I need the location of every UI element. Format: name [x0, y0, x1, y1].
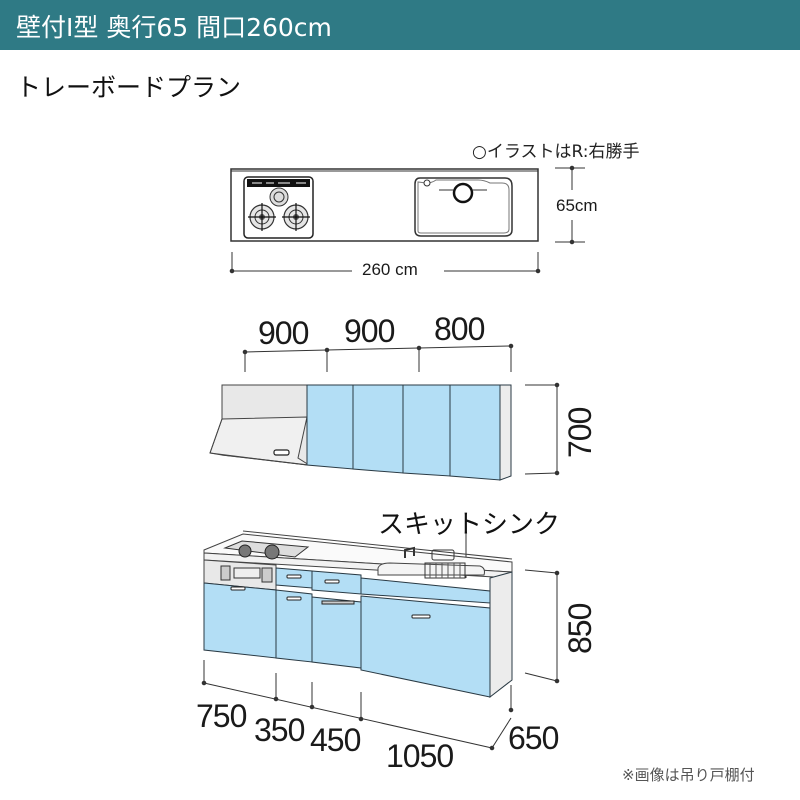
depth-dimension-line	[555, 165, 585, 245]
wall-cabinet-height-dimension	[524, 382, 560, 476]
drawer-handles	[230, 574, 431, 619]
wall-width-2: 900	[344, 313, 395, 349]
base-countertop	[203, 530, 513, 579]
sink-top-icon	[414, 177, 513, 237]
base-height-label: 850	[562, 603, 598, 654]
handedness-note: ○イラストはR:右勝手	[472, 142, 640, 162]
base-depth-label: 650	[508, 720, 559, 756]
stove-top-icon	[243, 176, 314, 239]
plan-title: トレーボードプラン	[16, 73, 242, 102]
base-width-2: 350	[254, 712, 305, 748]
wall-cabinet-doors	[306, 384, 512, 481]
header-bar: 壁付I型 奥行65 間口260cm	[0, 0, 800, 50]
base-width-dimensions	[201, 660, 514, 751]
base-cabinet-doors	[203, 567, 513, 699]
top-width-label: 260 cm	[362, 260, 418, 279]
width-dimension-line	[229, 252, 541, 274]
base-width-3: 450	[310, 722, 361, 758]
sink-label: スキットシンク	[378, 510, 561, 540]
top-depth-label: 65cm	[556, 196, 598, 215]
header-title: 壁付I型 奥行65 間口260cm	[16, 13, 332, 42]
wall-height-label: 700	[562, 407, 598, 458]
wall-width-3: 800	[434, 311, 485, 347]
base-width-4: 1050	[386, 738, 454, 774]
wall-cabinet-width-dimensions	[242, 343, 514, 372]
base-height-dimension	[524, 569, 560, 684]
wall-width-1: 900	[258, 315, 309, 351]
range-hood	[209, 384, 310, 466]
footnote: ※画像は吊り戸棚付	[622, 766, 755, 784]
stove-control-panel	[203, 559, 277, 591]
base-width-1: 750	[196, 698, 247, 734]
